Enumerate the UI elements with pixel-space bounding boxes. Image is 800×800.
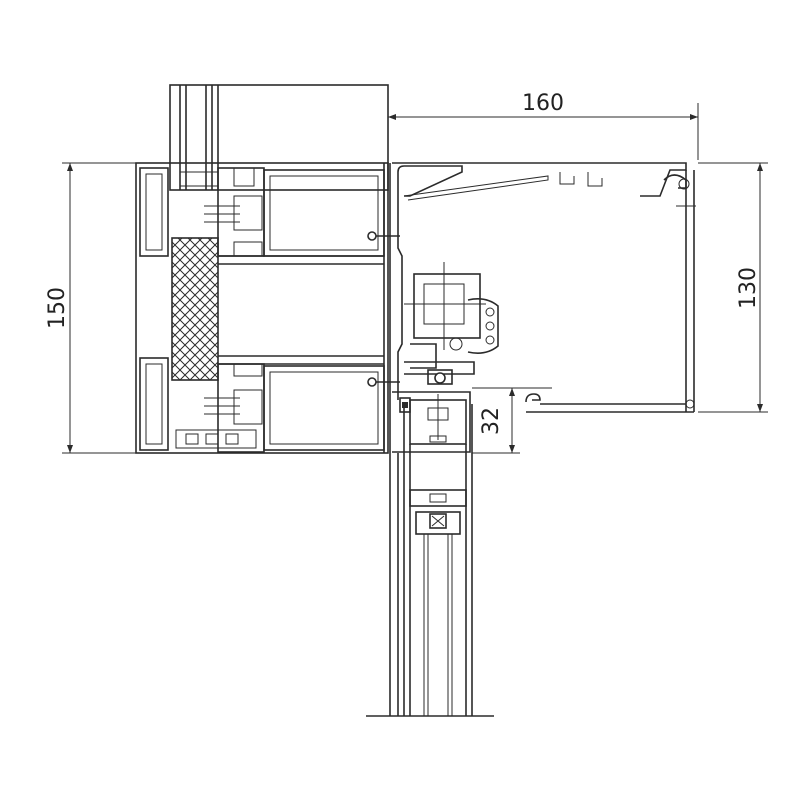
roller-bracket [404,262,499,385]
dimension-step-right: 32 [472,387,552,454]
dimension-label-32: 32 [479,407,504,435]
dimension-label-160: 160 [522,91,564,116]
dimension-label-150: 150 [45,287,70,329]
dimension-height-left: 150 [45,162,136,454]
thermal-break-insulation [171,237,219,381]
dimension-height-right: 130 [698,162,768,413]
guide-rail-section [366,391,494,717]
left-frame-section [135,84,400,454]
cover-box-section [392,162,696,413]
dimension-label-130: 130 [736,267,761,309]
dimension-width-top: 160 [387,91,699,160]
